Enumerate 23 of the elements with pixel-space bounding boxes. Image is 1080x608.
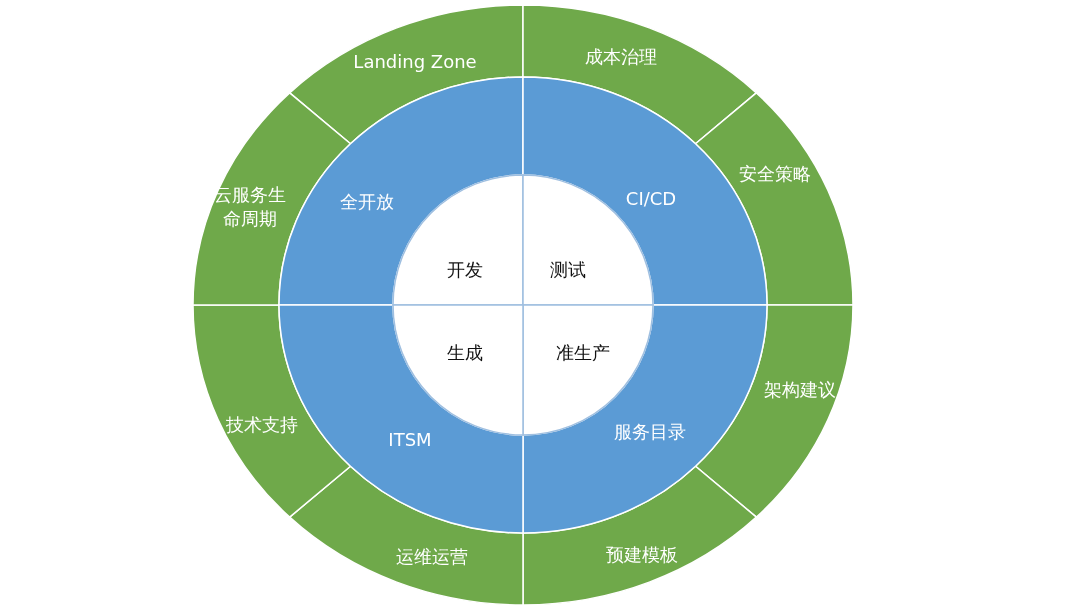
segment-label: 准生产 <box>556 341 610 365</box>
segment-label: 预建模板 <box>606 543 678 567</box>
segment-label: 生成 <box>447 341 483 365</box>
center-quadrant <box>392 174 524 306</box>
ring-segment <box>288 4 524 145</box>
segment-label: 安全策略 <box>739 162 811 186</box>
segment-label: ITSM <box>388 428 432 452</box>
ring-segment <box>694 304 854 518</box>
ring-segment <box>192 304 352 518</box>
segment-label: 架构建议 <box>764 378 836 402</box>
ring-segment <box>522 4 758 145</box>
segment-label: CI/CD <box>625 187 677 211</box>
segment-label: Landing Zone <box>353 50 477 74</box>
segment-label: 成本治理 <box>585 45 657 69</box>
segment-label: 全开放 <box>340 190 394 214</box>
segment-label: 开发 <box>447 258 483 282</box>
segment-label: 服务目录 <box>614 420 686 444</box>
segment-label: 测试 <box>550 258 586 282</box>
ring-segment <box>522 465 758 606</box>
segment-label: 技术支持 <box>226 413 298 437</box>
segment-label: 运维运营 <box>396 545 468 569</box>
ring-segment <box>694 92 854 306</box>
ring-segment <box>288 465 524 606</box>
